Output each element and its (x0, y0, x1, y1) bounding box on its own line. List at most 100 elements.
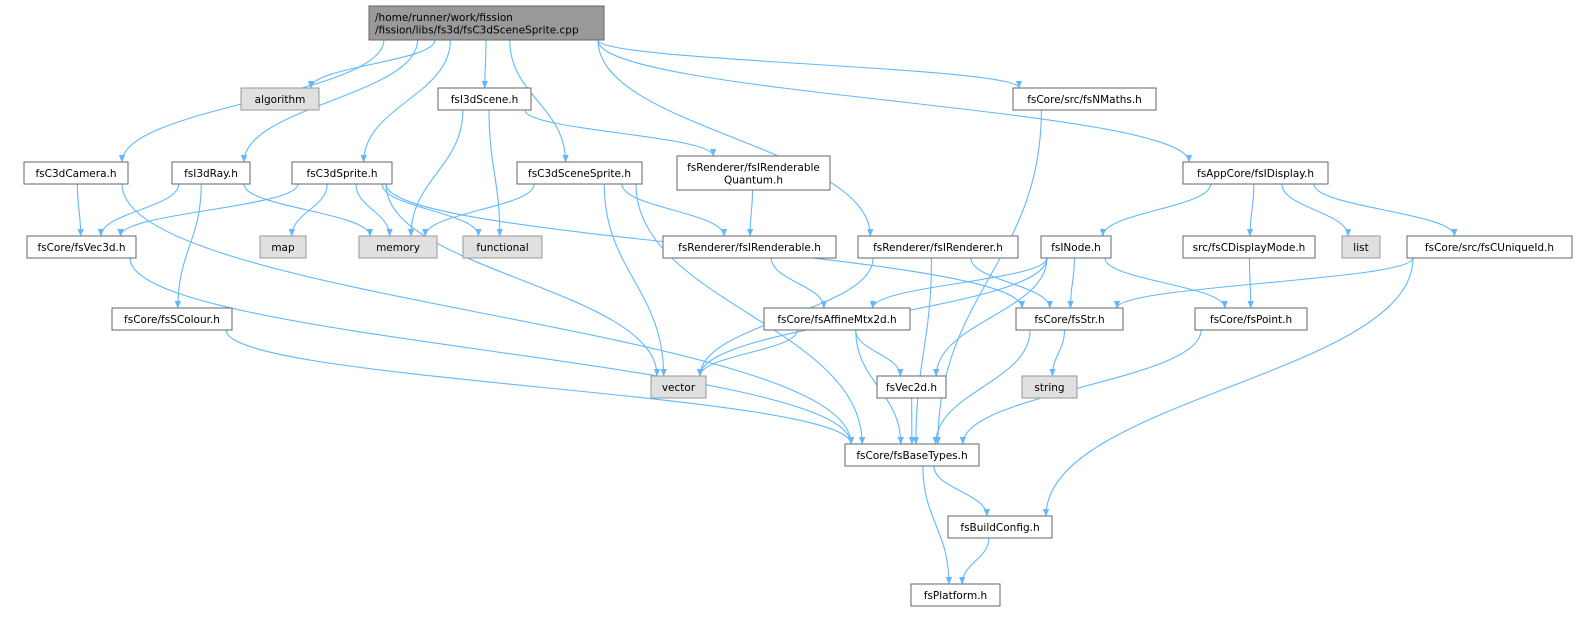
edge-fsAffineMtx2d-to-vector (696, 329, 798, 377)
node-box (437, 87, 532, 111)
edge-fsINode-to-fsPoint (1104, 257, 1228, 309)
node-label: /home/runner/work/fission (375, 12, 513, 24)
node-label: fsCore/fsSColour.h (124, 314, 220, 326)
node-fsBuildConfig[interactable]: fsBuildConfig.h (947, 515, 1053, 539)
edge-fsI3dRay-to-fsVec3d (97, 183, 180, 237)
node-label: vector (662, 382, 696, 394)
node-fsVec3d[interactable]: fsCore/fsVec3d.h (26, 235, 137, 259)
node-fsC3dCamera[interactable]: fsC3dCamera.h (23, 161, 129, 185)
edge-root-to-fsI3dScene (481, 39, 489, 89)
node-fsIRenderable[interactable]: fsRenderer/fsIRenderable.h (662, 235, 837, 259)
node-box (876, 375, 947, 399)
node-memory: memory (358, 235, 438, 259)
node-fsIDisplay[interactable]: fsAppCore/fsIDisplay.h (1182, 161, 1329, 185)
node-fsPoint[interactable]: fsCore/fsPoint.h (1194, 307, 1308, 331)
node-fsI3dRay[interactable]: fsI3dRay.h (171, 161, 251, 185)
edge-root-to-fsIDisplay (597, 39, 1193, 163)
node-box (947, 515, 1053, 539)
edge-fsStr-to-fsBaseTypes (932, 329, 1031, 445)
node-algorithm: algorithm (240, 87, 320, 111)
edge-fsVec3d-to-fsBaseTypes (129, 257, 855, 445)
node-fsCDisplayMode[interactable]: src/fsCDisplayMode.h (1182, 235, 1316, 259)
edge-fsC3dSceneSprite-to-memory (422, 183, 535, 237)
edge-fsINode-to-fsVec2d (932, 257, 1048, 377)
node-fsIRenderer[interactable]: fsRenderer/fsIRenderer.h (857, 235, 1019, 259)
edge-fsIRenderer-to-fsBaseTypes (912, 257, 933, 445)
edge-fsAffineMtx2d-to-fsVec2d (855, 329, 904, 377)
edge-fsIDisplay-to-fsCDisplayMode (1246, 183, 1255, 237)
edge-fsC3dSprite-to-fsVec3d (117, 183, 299, 237)
node-box (358, 235, 438, 259)
node-box (763, 307, 911, 331)
node-label: fsC3dSprite.h (307, 168, 378, 180)
edge-fsBuildConfig-to-fsPlatform (958, 537, 990, 585)
edge-fsBaseTypes-to-fsPlatform (922, 465, 953, 585)
node-fsPlatform[interactable]: fsPlatform.h (910, 583, 1001, 607)
node-label: fsCore/src/fsCUniqueId.h (1425, 242, 1554, 254)
edge-fsC3dSceneSprite-to-fsBaseTypes (635, 183, 866, 445)
node-label: functional (476, 242, 528, 254)
node-box (516, 161, 643, 185)
node-box (26, 235, 137, 259)
edge-root-to-fsI3dRay (240, 39, 419, 163)
node-fsVec2d[interactable]: fsVec2d.h (876, 375, 947, 399)
node-box (368, 5, 605, 41)
node-box (1021, 375, 1078, 399)
node-label: fsI3dRay.h (184, 168, 238, 180)
edge-fsBaseTypes-to-fsBuildConfig (933, 465, 990, 517)
node-box (240, 87, 320, 111)
edge-fsINode-to-fsStr (1067, 257, 1075, 309)
node-fsStr[interactable]: fsCore/fsStr.h (1015, 307, 1124, 331)
node-box (1182, 235, 1316, 259)
node-fsBaseTypes[interactable]: fsCore/fsBaseTypes.h (844, 443, 980, 467)
edge-root-to-fsNMaths (597, 39, 1023, 89)
node-root[interactable]: /home/runner/work/fission/fission/libs/f… (368, 5, 605, 41)
node-label: Quantum.h (724, 174, 783, 186)
edge-fsC3dSprite-to-map (288, 183, 328, 237)
edge-fsIRenderableQuantum-to-fsIRenderable (746, 189, 754, 237)
edge-fsI3dScene-to-fsIRenderableQuantum (524, 109, 717, 157)
node-fsI3dScene[interactable]: fsI3dScene.h (437, 87, 532, 111)
node-label: fsRenderer/fsIRenderable (687, 162, 820, 174)
node-list: list (1341, 235, 1381, 259)
edge-fsI3dScene-to-functional (488, 109, 503, 237)
node-fsC3dSceneSprite[interactable]: fsC3dSceneSprite.h (516, 161, 643, 185)
node-box (462, 235, 543, 259)
node-fsINode[interactable]: fsINode.h (1040, 235, 1112, 259)
node-fsNMaths[interactable]: fsCore/src/fsNMaths.h (1012, 87, 1157, 111)
node-functional: functional (462, 235, 543, 259)
edge-fsC3dSprite-to-memory (355, 183, 393, 237)
node-box (1194, 307, 1308, 331)
node-label: algorithm (255, 94, 306, 106)
node-label: fsRenderer/fsIRenderable.h (678, 242, 821, 254)
edge-fsIDisplay-to-fsCUniqueId (1313, 183, 1458, 237)
edges-layer (76, 39, 1458, 585)
node-label: fsCore/fsVec3d.h (37, 242, 125, 254)
node-box (1040, 235, 1112, 259)
edge-fsC3dSprite-to-vector (385, 183, 661, 377)
node-label: fsPlatform.h (924, 590, 987, 602)
edge-fsC3dCamera-to-fsVec3d (76, 183, 84, 237)
node-box (259, 235, 307, 259)
node-box (111, 307, 233, 331)
edge-fsC3dSceneSprite-to-fsIRenderable (621, 183, 728, 237)
edge-root-to-fsIRenderer (597, 39, 874, 237)
edge-root-to-algorithm (307, 39, 436, 89)
node-label: map (271, 242, 295, 254)
node-fsSColour[interactable]: fsCore/fsSColour.h (111, 307, 233, 331)
node-label: fsCore/fsAffineMtx2d.h (777, 314, 896, 326)
node-label: fsCore/fsPoint.h (1210, 314, 1292, 326)
edge-root-to-fsC3dSprite (360, 39, 451, 163)
node-label: fsCore/fsBaseTypes.h (856, 450, 967, 462)
node-fsAffineMtx2d[interactable]: fsCore/fsAffineMtx2d.h (763, 307, 911, 331)
node-label: fsCore/fsStr.h (1034, 314, 1104, 326)
node-fsC3dSprite[interactable]: fsC3dSprite.h (291, 161, 393, 185)
node-fsCUniqueId[interactable]: fsCore/src/fsCUniqueId.h (1406, 235, 1573, 259)
node-box (1341, 235, 1381, 259)
edge-fsIRenderable-to-fsAffineMtx2d (770, 257, 828, 309)
edge-fsI3dRay-to-fsSColour (174, 183, 202, 309)
edge-fsC3dSceneSprite-to-vector (603, 183, 667, 377)
node-label: /fission/libs/fs3d/fsC3dSceneSprite.cpp (375, 24, 579, 36)
node-label: fsAppCore/fsIDisplay.h (1197, 168, 1314, 180)
